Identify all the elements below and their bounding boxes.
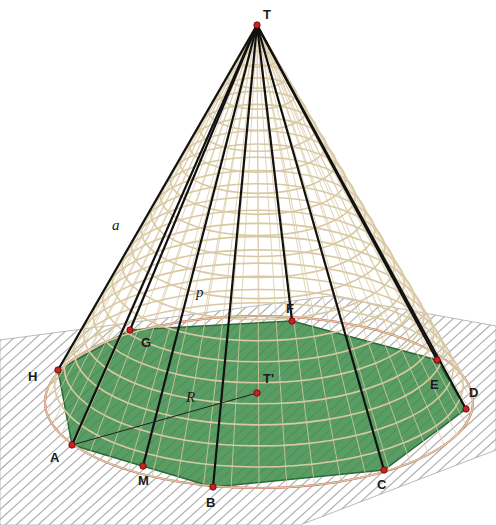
generator-line (58, 25, 257, 370)
point-label: C (377, 478, 386, 491)
point-label: B (206, 496, 215, 509)
mesh-line (257, 25, 429, 454)
mesh-line (61, 25, 257, 435)
mesh-line (129, 25, 257, 334)
mesh-line (47, 25, 257, 391)
mesh-line (89, 25, 257, 454)
mesh-line (52, 25, 257, 380)
point-dot (381, 467, 387, 473)
mesh-line (108, 25, 257, 341)
point-label: p (196, 285, 204, 300)
hatch-line (0, 290, 34, 525)
mesh-line (257, 25, 444, 445)
generator-line (130, 25, 257, 330)
hatch-line (478, 290, 496, 525)
points (55, 22, 469, 490)
generator-line (257, 25, 292, 321)
mesh-line (45, 25, 257, 402)
hatch-line (467, 290, 496, 525)
point-label: D (469, 386, 478, 399)
mesh-line (257, 25, 341, 481)
point-label: T (263, 8, 271, 21)
generator-line (257, 25, 437, 360)
generator-line (257, 25, 466, 409)
mesh-line (89, 25, 257, 350)
point-dot (140, 463, 146, 469)
mesh-line (52, 25, 257, 424)
point-label: H (28, 370, 37, 383)
point-dot (434, 357, 440, 363)
point-label: G (141, 336, 151, 349)
mesh-line (257, 25, 389, 470)
point-label: R (186, 390, 195, 405)
mesh-line (257, 25, 366, 476)
generator-line (213, 25, 257, 487)
generator-line (143, 25, 257, 466)
mesh-line (257, 25, 471, 391)
point-label: a (112, 218, 120, 233)
hatch-line (489, 290, 496, 525)
mesh-line (257, 25, 287, 487)
mesh-line (152, 25, 257, 476)
point-dot (69, 442, 75, 448)
mesh-line (257, 25, 444, 359)
point-dot (254, 22, 260, 28)
radius-line (72, 393, 257, 445)
point-label: M (138, 474, 149, 487)
point-dot (254, 390, 260, 396)
generator-line (257, 25, 384, 470)
mesh-line (257, 25, 466, 424)
mesh-line (257, 25, 314, 485)
point-label: T' (263, 372, 274, 385)
point-dot (127, 327, 133, 333)
mesh-line (257, 25, 471, 413)
cone-mesh (45, 25, 473, 488)
point-label: A (50, 451, 59, 464)
point-dot (210, 484, 216, 490)
point-dot (463, 406, 469, 412)
mesh-line (257, 25, 259, 316)
point-dot (55, 367, 61, 373)
mesh-line (257, 25, 410, 463)
point-dot (289, 318, 295, 324)
point-label: F (286, 302, 294, 315)
mesh-line (257, 25, 259, 488)
mesh-line (257, 25, 389, 334)
mesh-line (152, 25, 257, 328)
mesh-line (257, 25, 366, 328)
generators (58, 25, 466, 487)
mesh-line (129, 25, 257, 470)
mesh-line (257, 25, 473, 402)
point-label: E (430, 378, 439, 391)
